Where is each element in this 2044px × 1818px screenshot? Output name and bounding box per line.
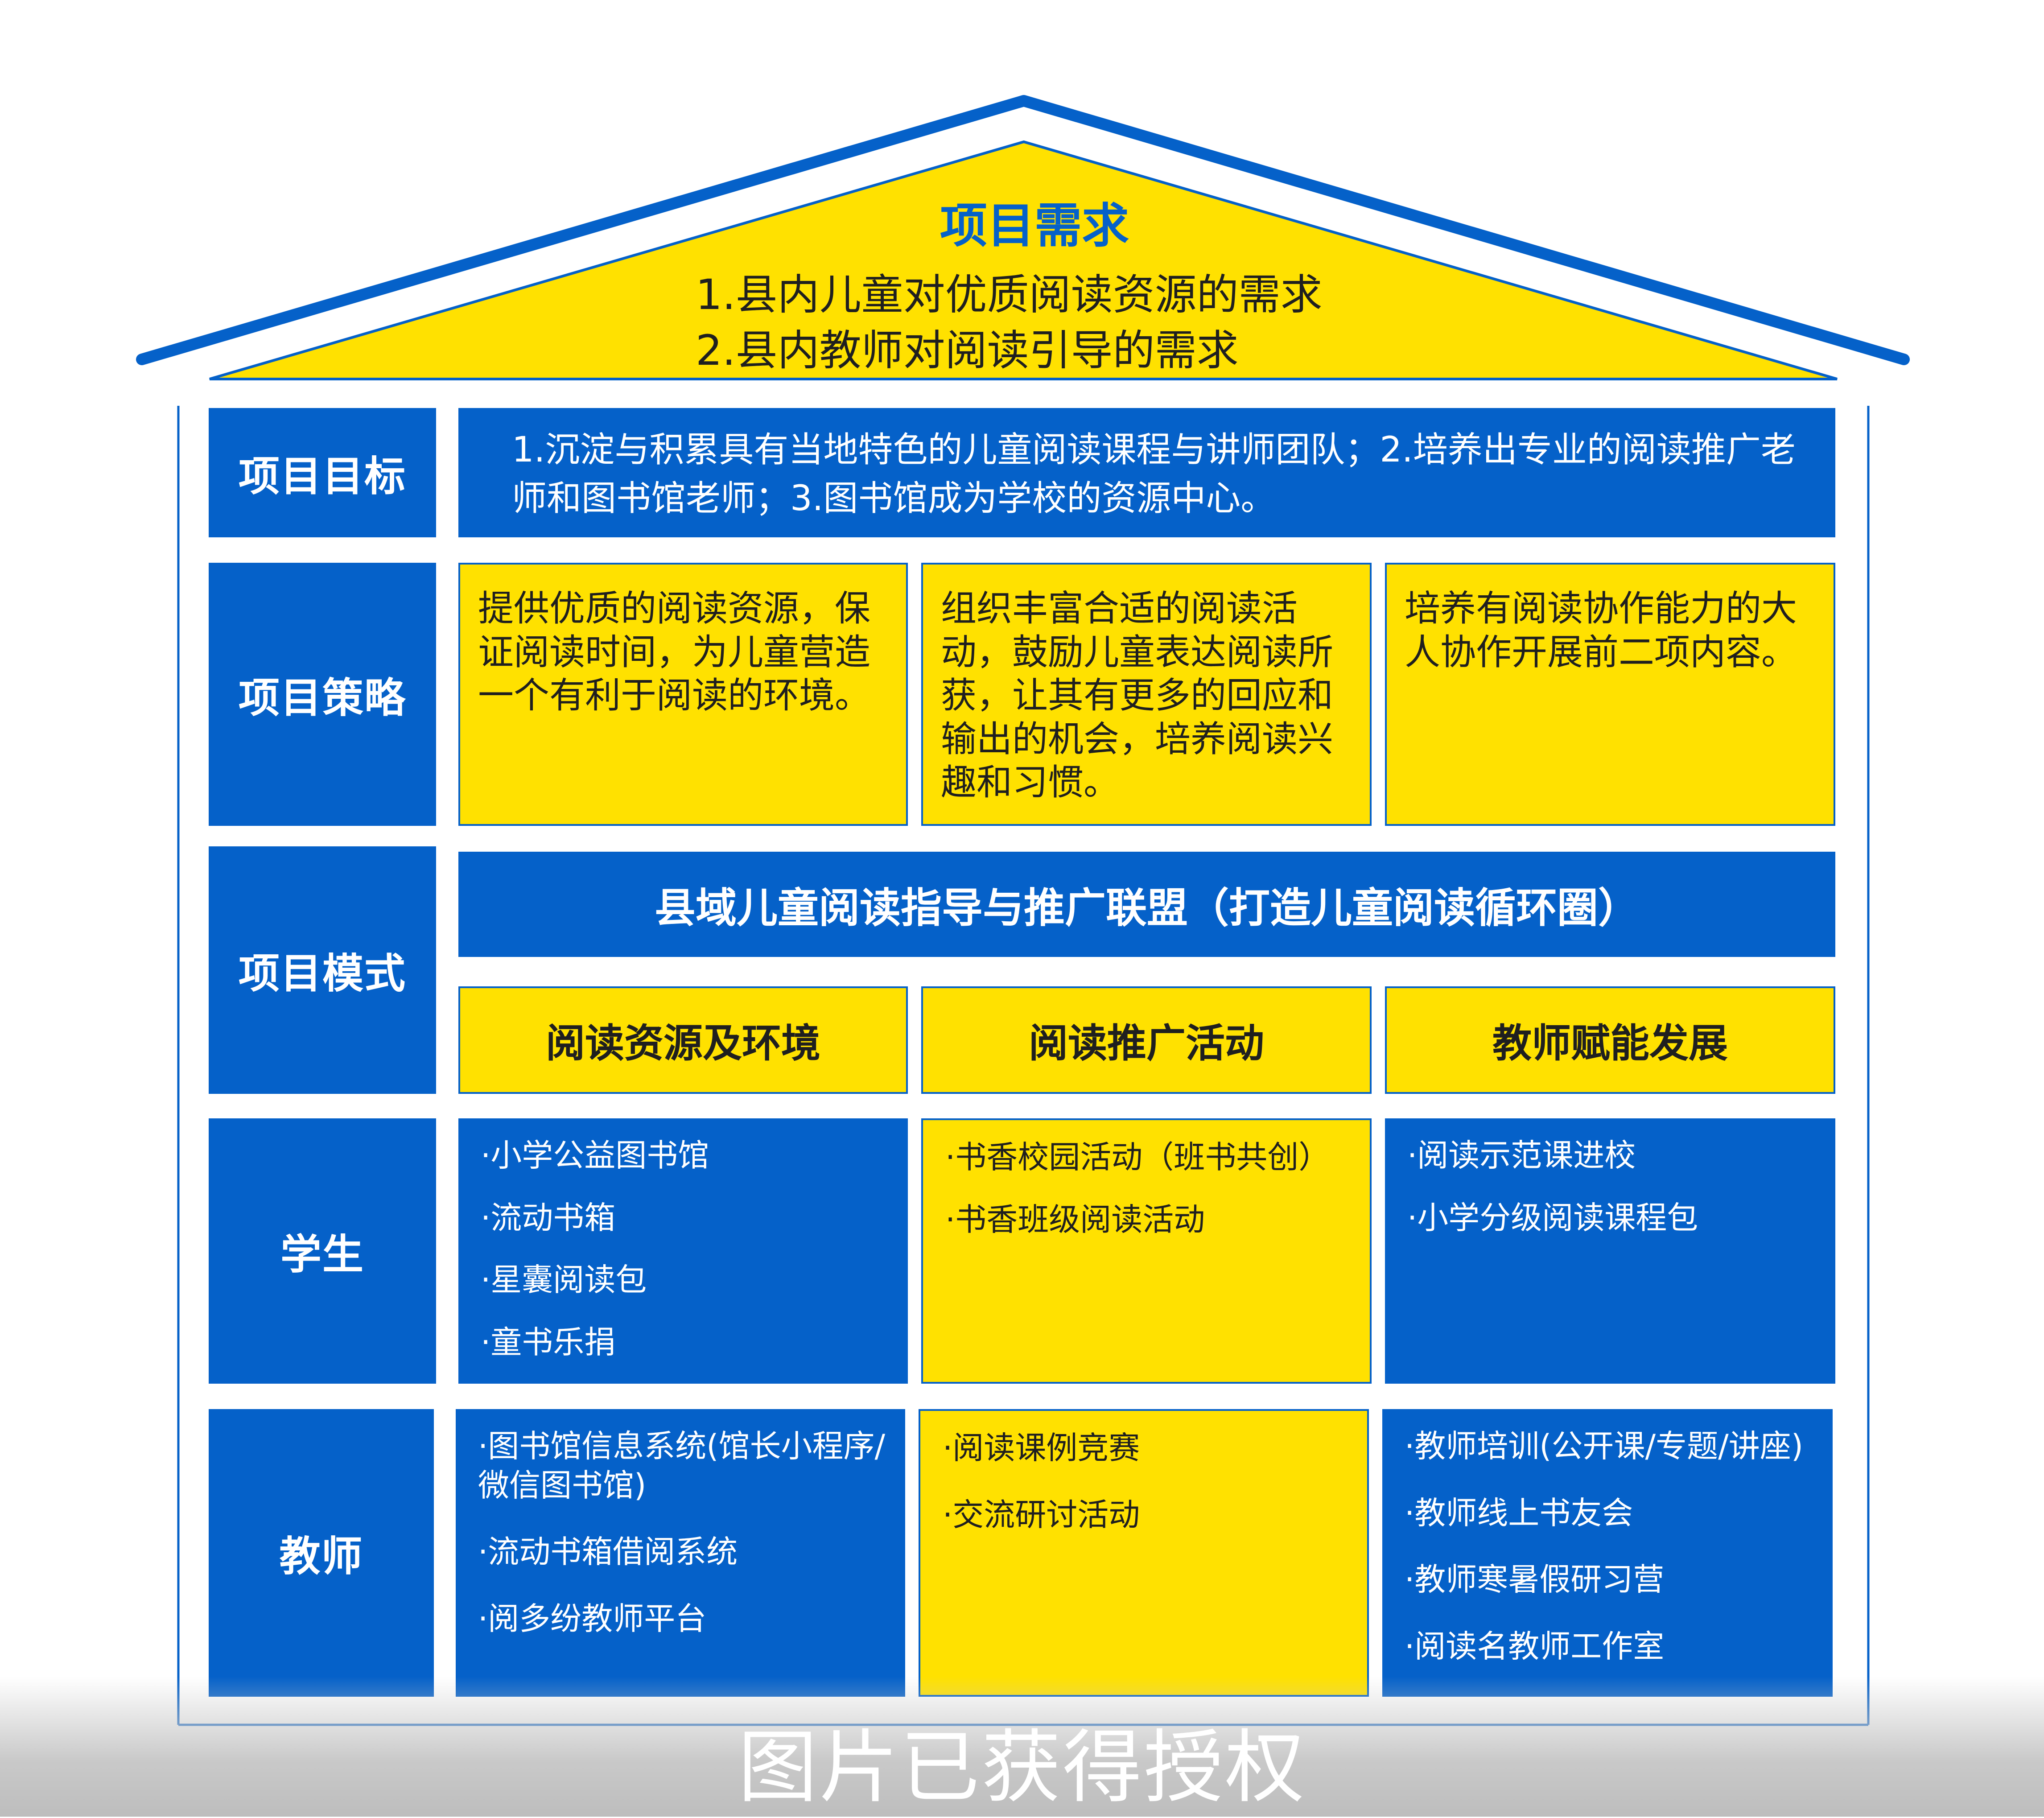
roof-title: 项目需求 [940, 198, 1129, 253]
list-item: ·书香班级阅读活动 [945, 1201, 1205, 1238]
roof-line-2: 2.县内教师对阅读引导的需求 [696, 326, 1239, 375]
pillar-activities: 阅读推广活动 [921, 986, 1372, 1094]
list-item: ·教师培训(公开课/专题/讲座) [1405, 1428, 1804, 1464]
students-resources-cell: ·小学公益图书馆 ·流动书箱 ·星囊阅读包 ·童书乐捐 [458, 1118, 908, 1384]
list-item: ·阅读名教师工作室 [1405, 1628, 1665, 1665]
list-item: ·星囊阅读包 [481, 1261, 647, 1298]
list-item: ·阅读课例竞赛 [943, 1430, 1140, 1466]
pillar-teachers: 教师赋能发展 [1385, 986, 1835, 1094]
teachers-resources-cell: ·图书馆信息系统(馆长小程序/微信图书馆) ·流动书箱借阅系统 ·阅多纷教师平台 [456, 1409, 905, 1697]
teachers-label: 教师 [209, 1409, 434, 1697]
roof-fill [209, 140, 1838, 380]
watermark-band [0, 1677, 2044, 1817]
strategy-cell-adults: 培养有阅读协作能力的大人协作开展前二项内容。 [1385, 563, 1835, 826]
list-item: ·交流研讨活动 [943, 1496, 1140, 1533]
watermark-text: 图片已获得授权 [738, 1721, 1306, 1814]
students-activities-cell: ·书香校园活动（班书共创） ·书香班级阅读活动 [921, 1118, 1372, 1384]
goal-text: 1.沉淀与积累具有当地特色的儿童阅读课程与讲师团队；2.培养出专业的阅读推广老师… [458, 408, 1835, 537]
strategy-cell-resources: 提供优质的阅读资源，保证阅读时间，为儿童营造一个有利于阅读的环境。 [458, 563, 908, 826]
pillar-resources: 阅读资源及环境 [458, 986, 908, 1094]
list-item: ·阅多纷教师平台 [478, 1600, 707, 1637]
list-item: ·小学分级阅读课程包 [1407, 1199, 1698, 1236]
model-banner: 县域儿童阅读指导与推广联盟（打造儿童阅读循环圈） [458, 852, 1835, 957]
teachers-activities-cell: ·阅读课例竞赛 ·交流研讨活动 [919, 1409, 1369, 1697]
roof-outline [136, 95, 1910, 365]
teachers-development-cell: ·教师培训(公开课/专题/讲座) ·教师线上书友会 ·教师寒暑假研习营 ·阅读名… [1382, 1409, 1833, 1697]
list-item: ·教师线上书友会 [1405, 1494, 1633, 1531]
roof-line-1: 1.县内儿童对优质阅读资源的需求 [696, 271, 1323, 319]
strategy-cell-activities: 组织丰富合适的阅读活动，鼓励儿童表达阅读所获，让其有更多的回应和输出的机会，培养… [921, 563, 1372, 826]
list-item: ·教师寒暑假研习营 [1405, 1561, 1665, 1598]
model-label: 项目模式 [209, 846, 436, 1094]
students-label: 学生 [209, 1118, 436, 1384]
list-item: ·阅读示范课进校 [1407, 1137, 1636, 1174]
list-item: ·流动书箱 [481, 1199, 616, 1236]
list-item: ·图书馆信息系统(馆长小程序/微信图书馆) [478, 1428, 886, 1504]
list-item: ·童书乐捐 [481, 1323, 616, 1360]
list-item: ·书香校园活动（班书共创） [945, 1139, 1330, 1175]
students-teachers-cell: ·阅读示范课进校 ·小学分级阅读课程包 [1385, 1118, 1835, 1384]
strategy-label: 项目策略 [209, 563, 436, 826]
list-item: ·小学公益图书馆 [481, 1137, 709, 1174]
list-item: ·流动书箱借阅系统 [478, 1534, 738, 1570]
goal-label: 项目目标 [209, 408, 436, 537]
